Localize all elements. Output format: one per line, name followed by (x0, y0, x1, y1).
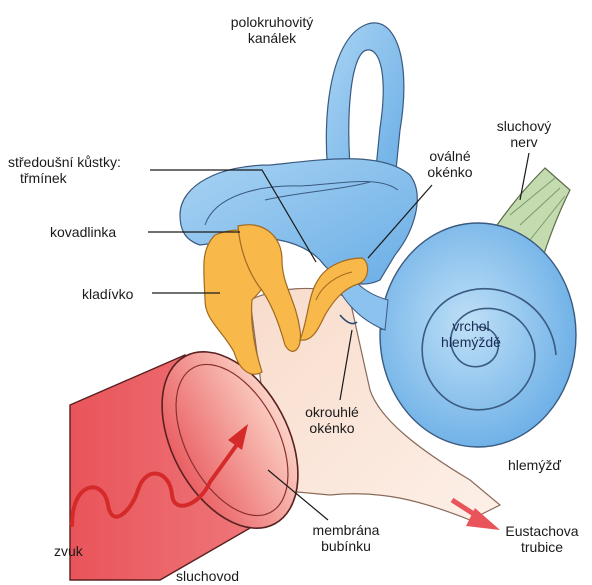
label-ear-canal: sluchovod (176, 568, 239, 584)
label-oval-window: oválné okénko (415, 148, 485, 180)
label-cochlea-apex: vrchol hlemýždě (428, 318, 514, 350)
label-semicircular-canal: polokruhovitý kanálek (216, 14, 328, 46)
label-incus: kovadlinka (50, 224, 116, 240)
label-sound: zvuk (54, 543, 83, 559)
label-malleus: kladívko (82, 286, 133, 302)
label-round-window: okrouhlé okénko (292, 404, 372, 436)
label-eardrum: membrána bubínku (306, 522, 386, 554)
label-ossicles-stapes: středoušní kůstky: třmínek (8, 154, 121, 186)
label-cochlea: hlemýžď (508, 457, 561, 473)
label-auditory-nerve: sluchový nerv (486, 118, 562, 150)
label-eustachian-tube: Eustachova trubice (494, 523, 590, 555)
